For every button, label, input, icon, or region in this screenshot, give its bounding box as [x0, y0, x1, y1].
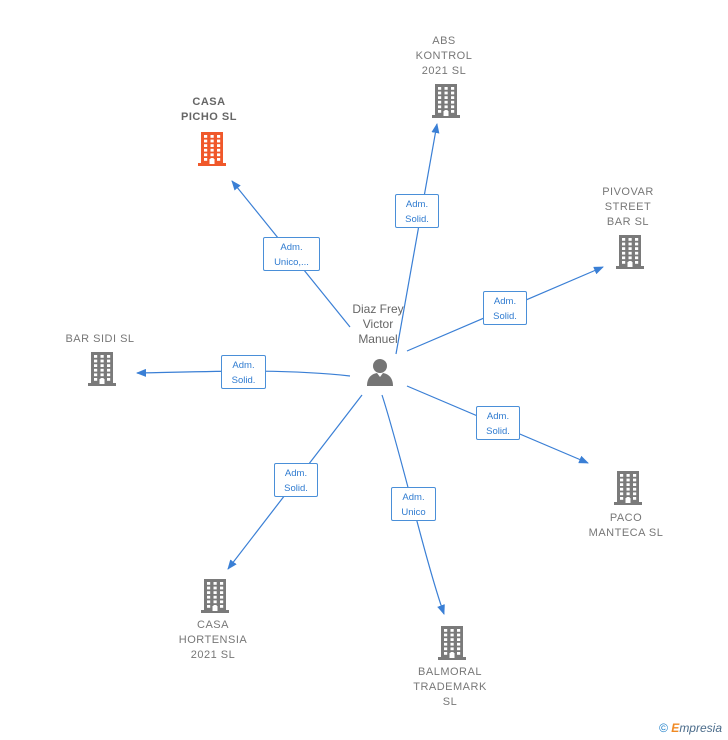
- building-icon-pivovar[interactable]: [616, 233, 644, 274]
- building-icon-balmoral[interactable]: [438, 624, 466, 665]
- company-name-casa-hortensia[interactable]: CASA HORTENSIA 2021 SL: [178, 619, 248, 661]
- edge-label-bar-sidi[interactable]: Adm. Solid.: [221, 355, 266, 389]
- company-name-pivovar[interactable]: PIVOVAR STREET BAR SL: [602, 186, 654, 228]
- edge-label-paco-manteca[interactable]: Adm. Solid.: [476, 406, 520, 440]
- company-name-paco-manteca[interactable]: PACO MANTECA SL: [588, 512, 664, 539]
- company-name-abs-kontrol[interactable]: ABS KONTROL 2021 SL: [415, 35, 473, 77]
- building-icon-bar-sidi[interactable]: [88, 350, 116, 391]
- edge-label-casa-hortensia[interactable]: Adm. Solid.: [274, 463, 318, 497]
- empresia-logo-text: mpresia: [679, 721, 722, 735]
- edge-label-balmoral[interactable]: Adm. Unico: [391, 487, 436, 521]
- building-icon-casa-hortensia[interactable]: [201, 577, 229, 618]
- company-name-casa-picho[interactable]: CASA PICHO SL: [181, 96, 237, 123]
- copyright-symbol: ©: [659, 721, 668, 735]
- edge-label-casa-picho[interactable]: Adm. Unico,...: [263, 237, 320, 271]
- person-icon[interactable]: [365, 357, 395, 392]
- company-name-balmoral[interactable]: BALMORAL TRADEMARK SL: [413, 666, 487, 708]
- edge-label-pivovar[interactable]: Adm. Solid.: [483, 291, 527, 325]
- building-icon-casa-picho[interactable]: [198, 130, 226, 171]
- empresia-footer[interactable]: © Empresia: [659, 721, 722, 735]
- building-icon-abs-kontrol[interactable]: [432, 82, 460, 123]
- company-name-bar-sidi[interactable]: BAR SIDI SL: [65, 333, 135, 345]
- person-name[interactable]: Diaz Frey Victor Manuel: [352, 302, 404, 346]
- edge-line-abs-kontrol: [395, 123, 440, 355]
- empresia-logo: E: [671, 721, 680, 735]
- building-icon-paco-manteca[interactable]: [614, 469, 642, 510]
- edge-label-abs-kontrol[interactable]: Adm. Solid.: [395, 194, 439, 228]
